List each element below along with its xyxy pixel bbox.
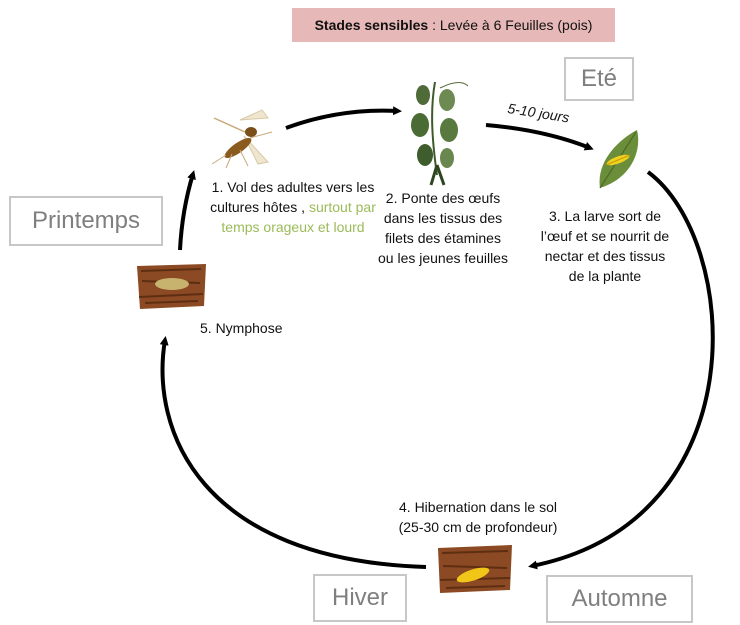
step-4-line-2: (25-30 cm de profondeur) [398,519,558,535]
step-5-text: 5. Nymphose [200,320,283,336]
soil-pupa-icon [137,264,206,309]
season-autumn: Automne [546,575,693,623]
arrow-pupation-to-flight [178,170,196,251]
step-1-highlight: surtout par temps orageux et lourd [221,199,376,235]
banner-value: Levée à 6 Feuilles (pois) [439,17,593,33]
larva-on-leaf-icon [599,130,639,189]
arrow-hibernation-to-pupation [159,336,427,569]
sensitive-stages-banner: Stades sensibles : Levée à 6 Feuilles (p… [292,8,615,42]
arrow-flight-to-laying [285,106,402,130]
banner-label: Stades sensibles [314,17,429,33]
pea-plant-icon [411,81,469,186]
step-1-text: 1. Vol des adultes vers les cultures hôt… [208,177,378,237]
step-4-line-1: 4. Hibernation dans le sol [399,499,557,515]
step-4-text: 4. Hibernation dans le sol (25-30 cm de … [368,497,588,537]
fly-icon [211,109,273,169]
banner-separator: : [428,17,440,33]
step-3-text: 3. La larve sort de l’œuf et se nourrit … [540,208,670,284]
step-1-main: 1. Vol des adultes vers les cultures hôt… [210,179,375,215]
arrow-laying-to-larva [485,123,594,151]
arrow-larva-to-hibernation [528,170,715,570]
season-summer: Eté [564,57,634,101]
step-2-text: 2. Ponte des œufs dans les tissus des fi… [378,190,508,266]
season-winter: Hiver [313,574,407,622]
soil-larva-icon [438,545,512,593]
season-spring: Printemps [9,196,163,246]
